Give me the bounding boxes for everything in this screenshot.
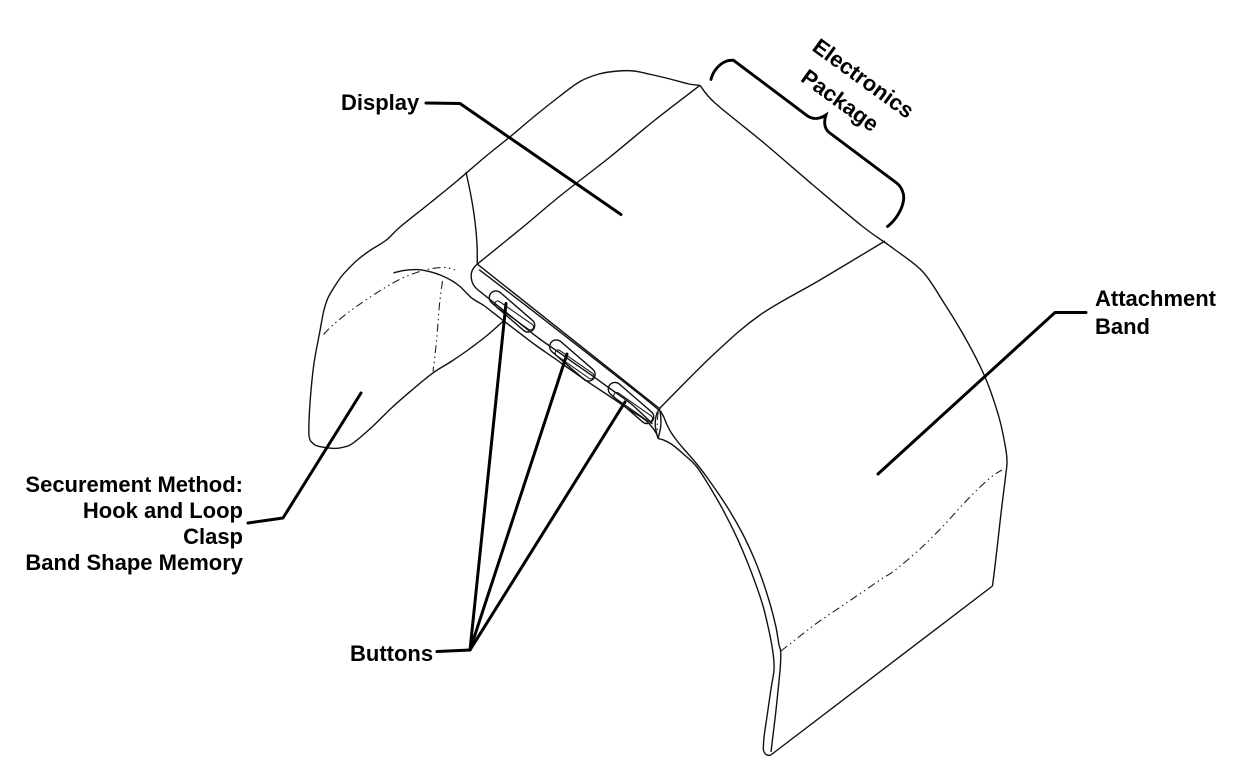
svg-text:Band Shape Memory: Band Shape Memory	[25, 550, 243, 575]
svg-text:Attachment: Attachment	[1095, 286, 1217, 311]
svg-text:Clasp: Clasp	[183, 524, 243, 549]
svg-text:Band: Band	[1095, 314, 1150, 339]
svg-text:Hook and Loop: Hook and Loop	[83, 498, 243, 523]
svg-text:Securement Method:: Securement Method:	[25, 472, 243, 497]
svg-text:Display: Display	[341, 90, 420, 115]
svg-text:Buttons: Buttons	[350, 641, 433, 666]
